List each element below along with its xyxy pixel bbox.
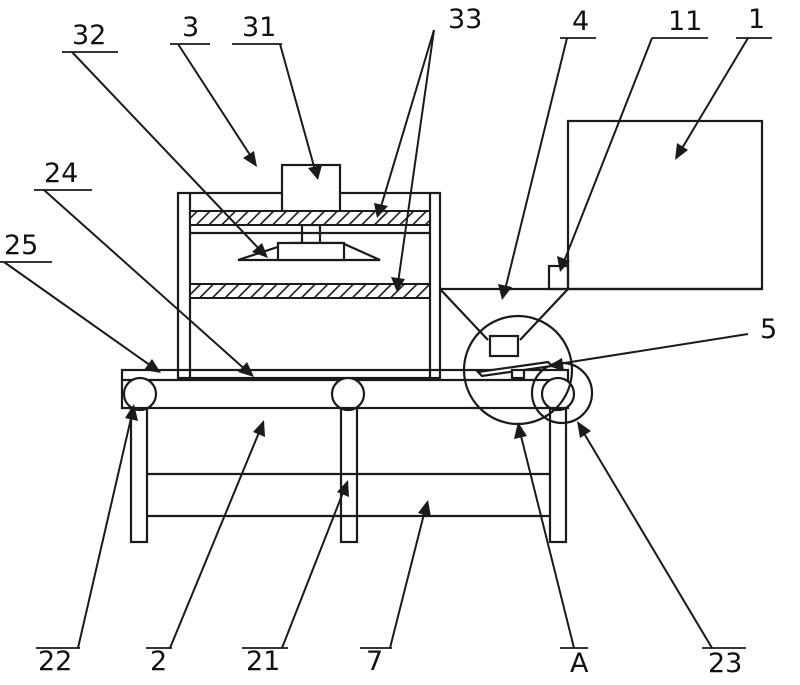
label-5: 5 bbox=[760, 314, 777, 345]
label-7: 7 bbox=[360, 646, 392, 677]
label-7-text: 7 bbox=[366, 646, 383, 677]
label-4-text: 4 bbox=[572, 6, 589, 37]
hatched-plate-upper bbox=[189, 210, 431, 235]
label-4: 4 bbox=[560, 6, 596, 39]
label-2-text: 2 bbox=[150, 646, 167, 677]
label-2: 2 bbox=[146, 646, 172, 677]
label-1: 1 bbox=[736, 4, 772, 39]
label-23-text: 23 bbox=[708, 648, 742, 679]
label-24-text: 24 bbox=[44, 158, 78, 189]
label-1-text: 1 bbox=[748, 4, 765, 35]
label-21: 21 bbox=[242, 646, 288, 677]
label-22: 22 bbox=[36, 646, 80, 677]
spreader-32 bbox=[237, 241, 381, 262]
label-25: 25 bbox=[0, 230, 52, 263]
hatched-plate-lower bbox=[189, 283, 431, 299]
label-5-text: 5 bbox=[760, 314, 777, 345]
label-31: 31 bbox=[232, 12, 282, 45]
label-23: 23 bbox=[702, 647, 746, 679]
label-24: 24 bbox=[34, 158, 92, 191]
support-legs bbox=[129, 406, 568, 544]
label-32: 32 bbox=[62, 20, 118, 53]
motor-31 bbox=[280, 163, 342, 249]
label-33: 33 bbox=[448, 4, 482, 35]
label-25-text: 25 bbox=[4, 230, 38, 261]
sensor-11 bbox=[547, 264, 570, 291]
label-21-text: 21 bbox=[246, 646, 280, 677]
label-3: 3 bbox=[170, 12, 210, 45]
label-32-text: 32 bbox=[72, 20, 106, 51]
label-3-text: 3 bbox=[182, 12, 199, 43]
label-a: A bbox=[560, 647, 589, 679]
label-22-text: 22 bbox=[38, 646, 72, 677]
rollers bbox=[122, 376, 576, 412]
leader-lines bbox=[3, 29, 749, 649]
label-31-text: 31 bbox=[242, 12, 276, 43]
label-a-text: A bbox=[570, 648, 589, 679]
hopper-box bbox=[439, 119, 764, 341]
label-11: 11 bbox=[652, 6, 708, 39]
label-33-text: 33 bbox=[448, 4, 482, 35]
label-11-text: 11 bbox=[668, 6, 702, 37]
